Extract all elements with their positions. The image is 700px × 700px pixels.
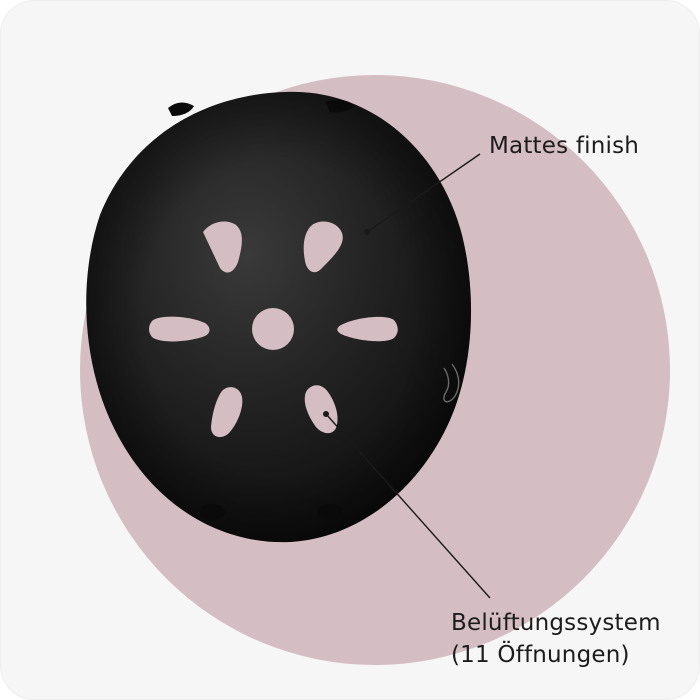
finish-leader-line [366, 153, 481, 233]
vent-left [149, 316, 210, 342]
ventilation-callout-title: Belüftungssystem [451, 610, 661, 636]
top-vent-right [326, 99, 356, 113]
helmet [86, 91, 472, 543]
bottom-vent-right [317, 504, 343, 520]
vent-leader-dot [323, 411, 329, 417]
vent-lower-left [211, 387, 243, 438]
bottom-vent-left [199, 504, 225, 520]
brand-logo [443, 363, 460, 403]
vent-upper-left [203, 221, 242, 273]
radial-vents [149, 221, 398, 438]
finish-callout-label: Mattes finish [489, 133, 640, 159]
vent-lower-right [304, 385, 338, 434]
ventilation-callout: Belüftungssystem (11 Öffnungen) [451, 607, 661, 671]
ventilation-callout-count: (11 Öffnungen) [451, 642, 630, 668]
vent-upper-right [303, 221, 343, 273]
vent-right [337, 316, 398, 342]
vent-leader-line [325, 413, 491, 599]
finish-leader-dot [364, 229, 370, 235]
center-vent [252, 308, 294, 350]
top-vent-left [168, 102, 194, 116]
